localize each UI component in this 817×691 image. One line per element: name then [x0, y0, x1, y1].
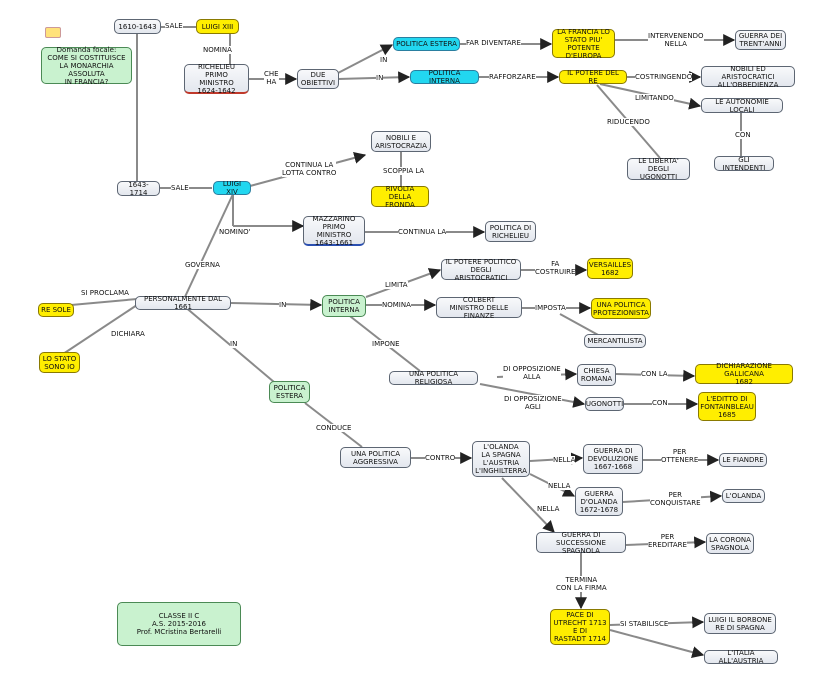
node-luigi-xiv[interactable]: LUIGI XIV	[213, 180, 251, 196]
label-conduce: CONDUCE	[316, 424, 352, 432]
label-contro: CONTRO	[425, 454, 456, 462]
node-rivolta-fronda[interactable]: RIVOLTA DELLA FRONDA	[371, 185, 429, 209]
node-domanda-focale[interactable]: Domanda focale: COME SI COSTITUISCE LA M…	[41, 46, 132, 86]
node-politica-interna-1[interactable]: POLITICA INTERNA	[410, 69, 479, 85]
label-fa-costruire: FA COSTRUIRE	[535, 260, 576, 276]
node-chiesa-romana[interactable]: CHIESA ROMANA	[577, 364, 616, 386]
label-nomina-1: NOMINA	[203, 46, 232, 54]
node-politica-interna-2[interactable]: POLITICA INTERNA	[322, 295, 366, 317]
label-sale-2: SALE	[171, 184, 189, 192]
node-dichiarazione-gallicana[interactable]: DICHIARAZIONE GALLICANA 1682	[695, 362, 793, 386]
node-politica-protezionista[interactable]: UNA POLITICA PROTEZIONISTA	[591, 298, 651, 319]
node-fiandre[interactable]: LE FIANDRE	[719, 453, 767, 467]
label-si-proclama: SI PROCLAMA	[81, 289, 129, 297]
label-per-ereditare: PER EREDITARE	[648, 533, 687, 549]
label-opposizione-agli: DI OPPOSIZIONE AGLI	[504, 395, 562, 411]
node-guerra-devoluzione[interactable]: GUERRA DI DEVOLUZIONE 1667-1668	[583, 444, 643, 474]
node-autonomie-locali[interactable]: LE AUTONOMIE LOCALI	[701, 98, 783, 114]
label-rafforzare: RAFFORZARE	[489, 73, 536, 81]
label-nella-3: NELLA	[537, 505, 560, 513]
node-potere-del-re[interactable]: IL POTERE DEL RE	[559, 69, 627, 85]
label-in-c: IN	[279, 301, 287, 309]
node-politica-aggressiva[interactable]: UNA POLITICA AGGRESSIVA	[340, 447, 411, 468]
label-limitando: LIMITANDO	[635, 94, 674, 102]
node-corona-spagnola[interactable]: LA CORONA SPAGNOLA	[706, 533, 754, 554]
node-pace-utrecht[interactable]: PACE DI UTRECHT 1713 E DI RASTADT 1714	[550, 609, 610, 645]
label-che-ha: CHE HA	[264, 70, 279, 86]
node-luigi-borbone[interactable]: LUIGI IL BORBONE RE DI SPAGNA	[704, 613, 776, 634]
label-sale-1: SALE	[165, 22, 183, 30]
node-classe-info: CLASSE II C A.S. 2015-2016 Prof. MCristi…	[117, 602, 241, 646]
node-politica-richelieu[interactable]: POLITICA DI RICHELIEU	[485, 221, 536, 242]
label-nella-1: NELLA	[553, 456, 576, 464]
node-guerra-olanda[interactable]: GUERRA D'OLANDA 1672-1678	[575, 487, 623, 516]
node-coalizione[interactable]: L'OLANDA LA SPAGNA L'AUSTRIA L'INGHILTER…	[472, 441, 530, 477]
label-intervenendo: INTERVENENDO NELLA	[648, 32, 704, 48]
node-nobili-aristocrazia[interactable]: NOBILI E ARISTOCRAZIA	[371, 131, 431, 152]
node-politica-estera-2[interactable]: POLITICA ESTERA	[269, 381, 310, 403]
node-intendenti[interactable]: GLI INTENDENTI	[714, 156, 774, 172]
label-nomina-2: NOMINA	[382, 301, 411, 309]
label-si-stabilisce: SI STABILISCE	[620, 620, 669, 628]
node-mazzarino[interactable]: MAZZARINO PRIMO MINISTRO 1643-1661	[303, 215, 365, 247]
label-in-d: IN	[230, 340, 238, 348]
label-in-a: IN	[380, 56, 388, 64]
node-nobili-obbedienza[interactable]: NOBILI ED ARISTOCRATICI ALL'OBBEDIENZA	[701, 65, 795, 89]
label-con-la: CON LA	[641, 370, 668, 378]
label-imposta: IMPOSTA	[535, 304, 566, 312]
label-governa: GOVERNA	[185, 261, 220, 269]
label-con-2: CON	[652, 399, 668, 407]
node-politica-religiosa[interactable]: UNA POLITICA RELIGIOSA	[389, 370, 478, 386]
label-dichiara: DICHIARA	[111, 330, 145, 338]
label-costringendo: COSTRINGENDO	[635, 73, 693, 81]
label-con-1: CON	[735, 131, 751, 139]
node-ugonotti[interactable]: UGONOTTI	[585, 397, 624, 411]
label-nomino: NOMINO'	[219, 228, 251, 236]
label-scoppia: SCOPPIA LA	[383, 167, 425, 175]
node-olanda[interactable]: L'OLANDA	[722, 489, 765, 503]
label-in-b: IN	[376, 74, 384, 82]
node-1643-1714[interactable]: 1643-1714	[117, 181, 160, 197]
node-guerra-trent-anni[interactable]: GUERRA DEI TRENT'ANNI	[735, 30, 786, 50]
label-impone: IMPONE	[372, 340, 400, 348]
node-stato-sono-io[interactable]: LO STATO SONO IO	[39, 352, 80, 373]
label-limita: LIMITA	[385, 281, 408, 289]
node-due-obiettivi[interactable]: DUE OBIETTIVI	[297, 69, 339, 89]
node-italia-austria[interactable]: L'ITALIA ALL'AUSTRIA	[704, 649, 778, 665]
node-editto-fontainbleau[interactable]: L'EDITTO DI FONTAINBLEAU 1685	[698, 392, 756, 421]
node-luigi-xiii[interactable]: LUIGI XIII	[196, 19, 239, 34]
label-far-diventare: FAR DIVENTARE	[466, 39, 521, 47]
label-continua-lotta: CONTINUA LA LOTTA CONTRO	[282, 161, 337, 177]
node-potere-aristocratici[interactable]: IL POTERE POLITICO DEGLI ARISTOCRATICI	[441, 258, 521, 282]
label-nella-2: NELLA	[548, 482, 571, 490]
label-termina: TERMINA CON LA FIRMA	[556, 576, 607, 592]
node-francia-potente[interactable]: LA FRANCIA LO STATO PIU' POTENTE D'EUROP…	[552, 28, 615, 60]
node-1610-1643[interactable]: 1610-1643	[114, 19, 161, 34]
label-per-conquistare: PER CONQUISTARE	[650, 491, 701, 507]
cmap-logo-icon	[45, 27, 61, 38]
label-opposizione-alla: DI OPPOSIZIONE ALLA	[503, 365, 561, 381]
node-richelieu[interactable]: RICHELIEU PRIMO MINISTRO 1624-1642	[184, 63, 249, 95]
node-liberta-ugonotti[interactable]: LE LIBERTA' DEGLI UGONOTTI	[627, 157, 690, 181]
node-guerra-successione[interactable]: GUERRA DI SUCCESSIONE SPAGNOLA	[536, 531, 626, 555]
label-continua-la: CONTINUA LA	[398, 228, 447, 236]
node-mercantilista[interactable]: MERCANTILISTA	[584, 334, 646, 348]
node-politica-estera-1[interactable]: POLITICA ESTERA	[393, 37, 460, 51]
node-colbert[interactable]: COLBERT MINISTRO DELLE FINANZE	[436, 296, 522, 320]
label-riducendo: RIDUCENDO	[607, 118, 650, 126]
node-re-sole[interactable]: RE SOLE	[38, 303, 74, 317]
node-versailles[interactable]: VERSAILLES 1682	[587, 258, 633, 279]
label-per-ottenere: PER OTTENERE	[661, 448, 699, 464]
node-personalmente-1661[interactable]: PERSONALMENTE DAL 1661	[135, 295, 231, 311]
